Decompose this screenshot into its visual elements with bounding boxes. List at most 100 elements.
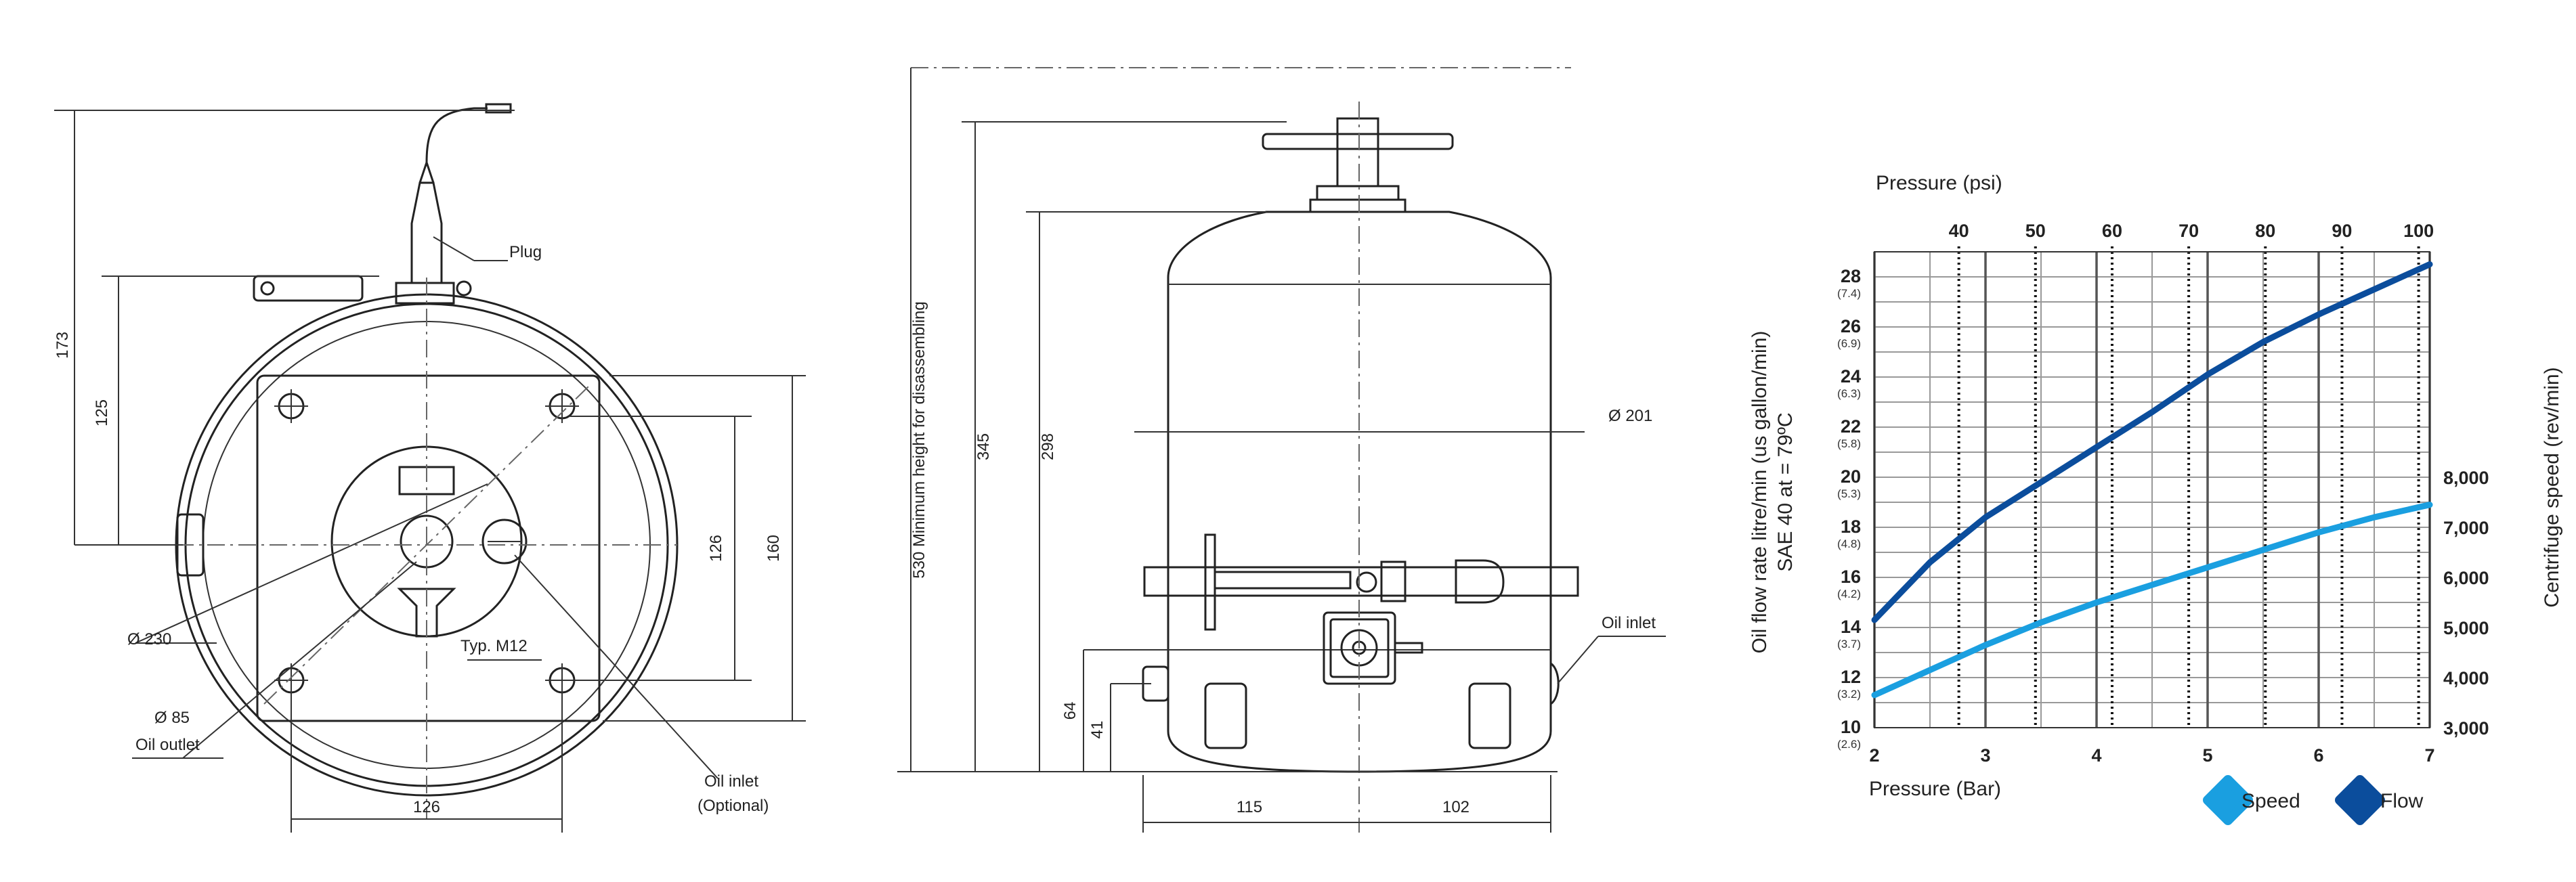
- oil-inlet-label-side: Oil inlet: [1602, 614, 1656, 632]
- dim-298: 298: [1039, 433, 1057, 460]
- tap-handle: [1204, 533, 1216, 631]
- clamp-band: [1143, 566, 1579, 597]
- x2-tick-label: 100: [2403, 221, 2434, 241]
- side-view: 530 Minimum height for disassembling 345…: [897, 67, 1666, 833]
- series-line-flow: [1871, 261, 2433, 623]
- y-tick-label: 22: [1841, 416, 1861, 437]
- hub-foot: [397, 588, 456, 638]
- y-tick-label: 20: [1841, 466, 1861, 487]
- base-plate: [256, 374, 601, 722]
- plug-body: [410, 181, 443, 283]
- y-tick-label: 14: [1841, 617, 1861, 637]
- dia-230-label: Ø 230: [127, 630, 171, 648]
- y-tick-label: 16: [1841, 567, 1861, 587]
- x-tick-label: 2: [1869, 745, 1879, 766]
- dim-102: 102: [1442, 798, 1469, 816]
- y-axis-label-line2: SAE 40 at = 79ºC: [1774, 412, 1797, 571]
- x2-tick-label: 40: [1949, 221, 1969, 241]
- y2-tick-label: 3,000: [2443, 718, 2489, 738]
- y-tick-label: 10: [1841, 717, 1861, 737]
- series-line-speed: [1871, 502, 2433, 699]
- y2-tick-label: 8,000: [2443, 468, 2489, 488]
- y-tick-labels: 10(2.6) 12(3.2) 14(3.7) 16(4.2) 18(4.8) 20 (5.…: [1837, 266, 1861, 751]
- y-tick-label: 18: [1841, 516, 1861, 537]
- y2-axis-label: Centrifuge speed (rev/min): [2541, 367, 2563, 607]
- foot-left: [1204, 682, 1247, 749]
- x2-tick-label: 50: [2025, 221, 2046, 241]
- oil-inlet-label-top: Oil inlet: [704, 772, 758, 791]
- y2-tick-label: 4,000: [2443, 668, 2489, 688]
- dim-64: 64: [1061, 702, 1079, 720]
- handle-stem: [1336, 117, 1379, 188]
- y2-tick-label: 7,000: [2443, 518, 2489, 538]
- dim-160: 160: [765, 535, 783, 562]
- x-tick-label: 4: [2091, 745, 2101, 766]
- y-tick-sublabel: (6.3): [1837, 387, 1861, 400]
- x2-tick-label: 70: [2178, 221, 2199, 241]
- x-axis-label: Pressure (Bar): [1869, 778, 2001, 800]
- clamp-knob: [1455, 559, 1505, 604]
- y-tick-label: 12: [1841, 667, 1861, 687]
- x-tick-label: 3: [1980, 745, 1990, 766]
- series-lines: [1871, 261, 2433, 699]
- x-tick-label: 5: [2202, 745, 2212, 766]
- dia-201-label: Ø 201: [1608, 407, 1652, 425]
- y-tick-label: 26: [1841, 316, 1861, 336]
- clamp-block: [1380, 560, 1407, 602]
- tap-rod: [1214, 571, 1352, 590]
- y-tick-sublabel: (6.9): [1837, 337, 1861, 350]
- min-height-label: 530 Minimum height for disassembling: [910, 301, 928, 579]
- y2-tick-labels: 3,000 4,000 5,000 6,000 7,000 8,000: [2443, 468, 2489, 738]
- x2-axis-label: Pressure (psi): [1876, 172, 2002, 194]
- optional-label: (Optional): [697, 797, 769, 815]
- bolt-holes: [274, 389, 579, 697]
- dim-41: 41: [1088, 721, 1107, 739]
- dim-345: 345: [974, 433, 993, 460]
- y-tick-sublabel: (4.8): [1837, 537, 1861, 550]
- handle-bar: [1262, 133, 1454, 150]
- dim-126-vertical: 126: [707, 535, 725, 562]
- foot-right: [1468, 682, 1511, 749]
- y2-tick-label: 5,000: [2443, 618, 2489, 638]
- legend-swatch-flow: [2335, 775, 2385, 825]
- cap-ring: [1309, 198, 1407, 213]
- dim-125: 125: [93, 399, 111, 426]
- plug-cable: [425, 107, 488, 163]
- y-tick-sublabel: (3.7): [1837, 638, 1861, 651]
- y-tick-sublabel: (7.4): [1837, 287, 1861, 300]
- top-view: Plug 173 125 126 160 126 Ø 230 Ø 85 Oil …: [53, 103, 806, 833]
- dim-126-horizontal: 126: [413, 798, 440, 816]
- legend-swatch-speed: [2203, 775, 2253, 825]
- x2-tick-label: 80: [2255, 221, 2275, 241]
- oil-inlet-port: [481, 519, 528, 565]
- cap-top: [1316, 185, 1400, 201]
- plug-label: Plug: [509, 243, 542, 261]
- y-tick-sublabel: (4.2): [1837, 588, 1861, 600]
- legend: Speed Flow: [2203, 775, 2424, 825]
- dim-115: 115: [1237, 798, 1262, 816]
- legend-label-speed: Speed: [2241, 790, 2300, 812]
- dim-173: 173: [53, 332, 72, 359]
- oil-outlet-label: Oil outlet: [135, 736, 200, 754]
- oil-inlet-stub: [1549, 662, 1560, 705]
- x-tick-label: 7: [2424, 745, 2434, 766]
- dia-85-label: Ø 85: [154, 709, 190, 727]
- y-tick-sublabel: (3.2): [1837, 688, 1861, 701]
- plot-frame: [1874, 251, 2430, 728]
- cable-end: [485, 103, 512, 114]
- y2-tick-label: 6,000: [2443, 568, 2489, 588]
- y-tick-label: 28: [1841, 266, 1861, 286]
- clamp-bracket: [253, 275, 364, 302]
- typ-m12-label: Typ. M12: [460, 637, 528, 655]
- legend-label-flow: Flow: [2380, 790, 2424, 812]
- y-tick-sublabel: (5.8): [1837, 437, 1861, 450]
- y-axis-label-line1: Oil flow rate litre/min (us gallon/min): [1748, 331, 1771, 654]
- y-tick-sublabel: (2.6): [1837, 738, 1861, 751]
- psi-gridlines: [1957, 246, 2420, 728]
- y-tick-label: 24: [1841, 366, 1861, 387]
- x2-tick-label: 90: [2332, 221, 2352, 241]
